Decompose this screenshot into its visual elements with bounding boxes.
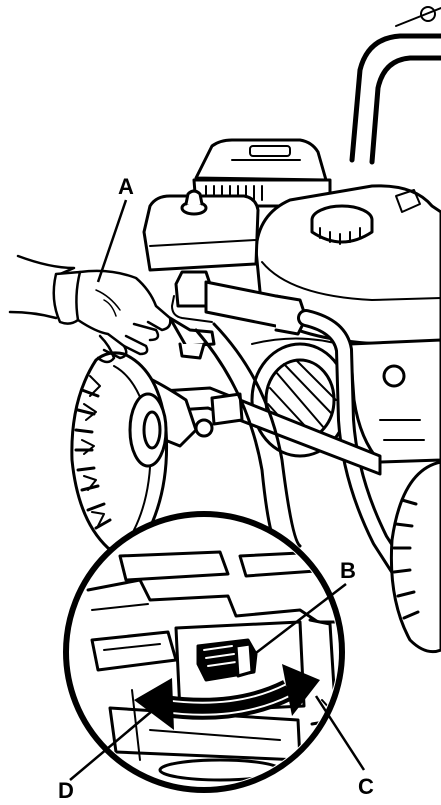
callout-c-label: C [358,774,374,799]
pump-manifold [168,270,308,360]
high-pressure-hose [297,309,407,577]
leader-line-c [314,695,366,771]
callout-a-label: A [118,174,134,199]
callout-b: B [251,558,356,657]
leader-line-a [96,199,128,283]
callout-a: A [96,174,134,283]
callout-b-label: B [340,558,356,583]
engine-right-side [348,338,441,464]
double-headed-curved-arrow-icon [134,664,320,730]
callout-d-label: D [58,778,74,803]
leader-line-b [251,583,347,657]
right-wheel [389,460,441,654]
engine-block [142,189,260,272]
detail-view [63,511,345,793]
callout-c: C [314,695,374,799]
leader-line-d [69,705,159,781]
callout-d: D [58,705,159,803]
handle-frame [349,6,441,165]
operator-hand [8,254,172,364]
